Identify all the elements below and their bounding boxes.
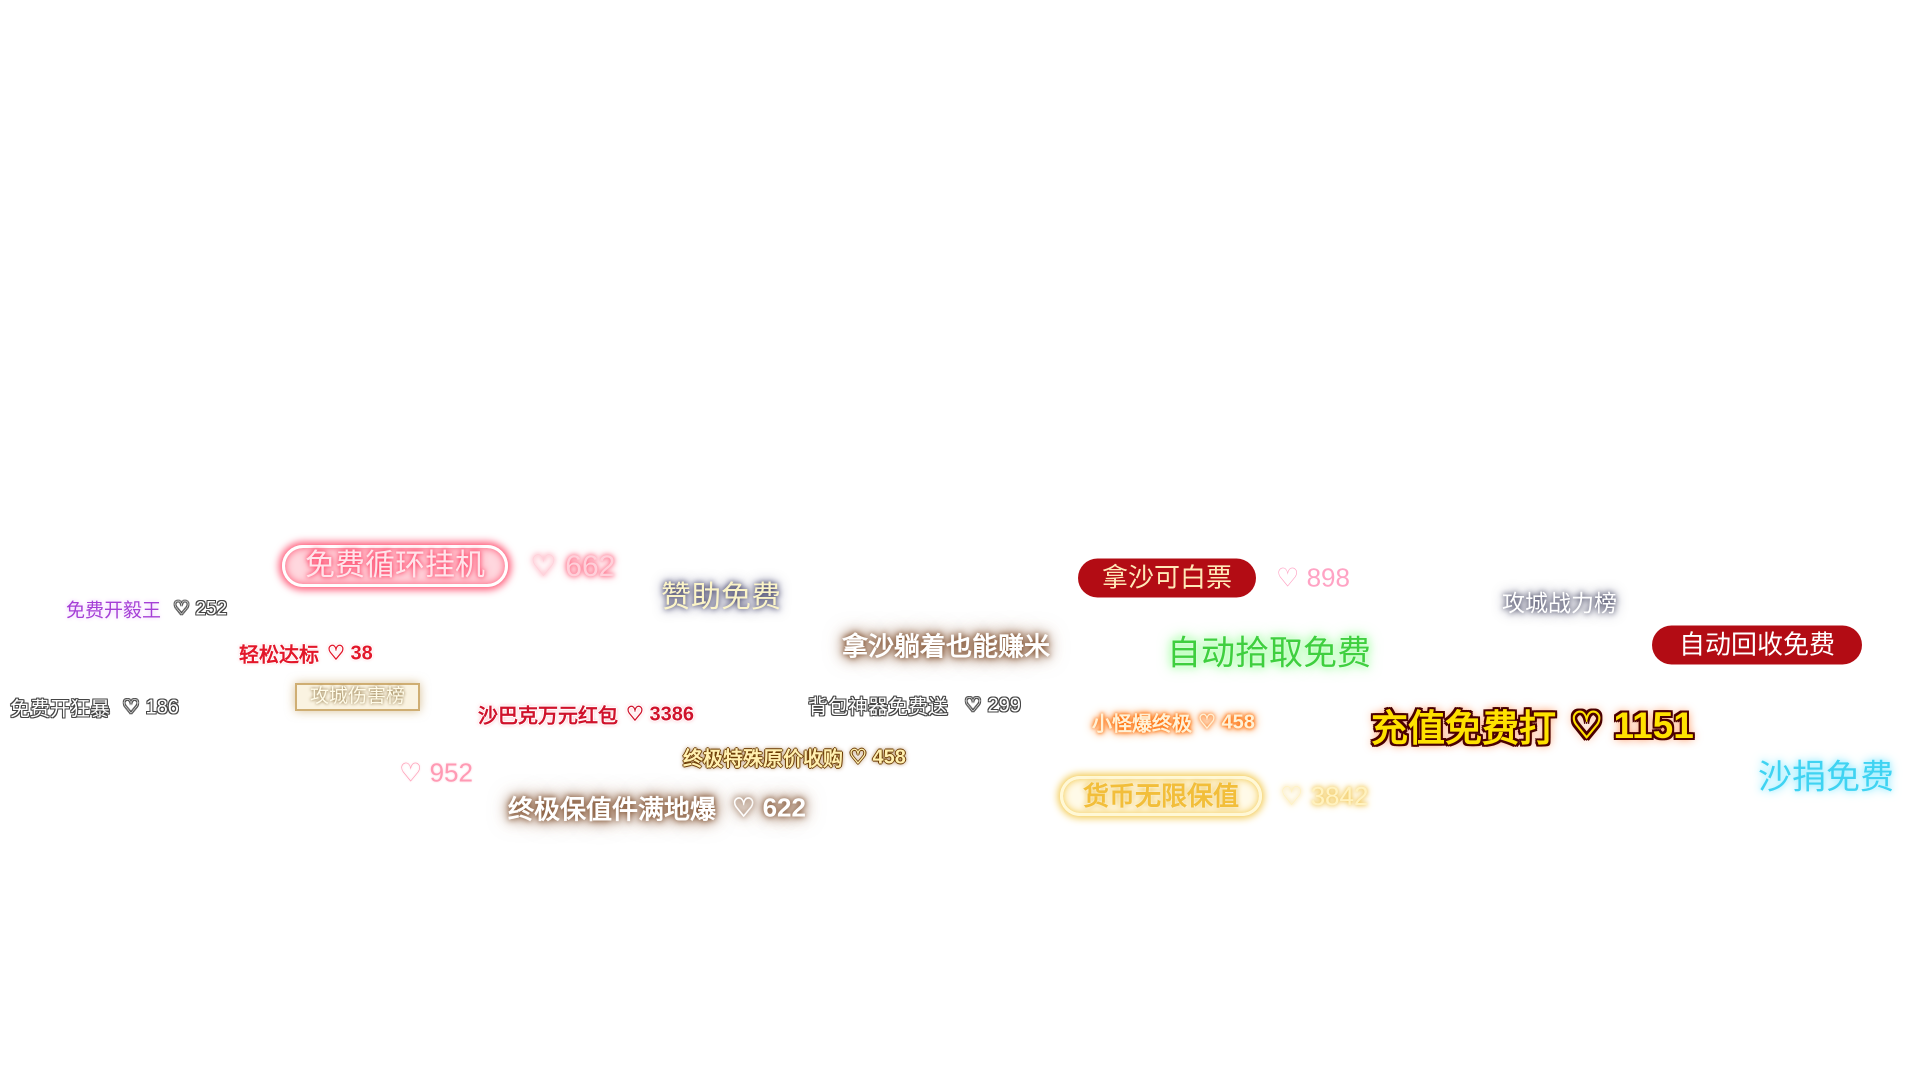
danmaku-comment: 充值免费打 ♡1151 — [1371, 698, 1694, 752]
like-count: 3386 — [649, 703, 695, 726]
like-count: 38 — [350, 642, 373, 665]
heart-icon: ♡ — [849, 746, 867, 769]
comment-text: 背包神器免费送 — [808, 696, 948, 719]
like-count: 186 — [145, 696, 179, 719]
comment-badge: 货币无限保值 — [1060, 776, 1263, 816]
danmaku-comment: 沙巴克万元红包 ♡3386 — [478, 700, 694, 729]
like-counter: ♡458 — [849, 745, 906, 770]
like-counter: ♡662 — [530, 549, 615, 584]
danmaku-comment: 拿沙可白票 ♡898 — [1078, 558, 1350, 598]
comment-text: 拿沙躺着也能赚米 — [842, 631, 1051, 662]
danmaku-comment: 赞助免费 — [661, 572, 781, 616]
danmaku-comment: 免费开毅王 ♡252 — [66, 596, 227, 623]
comment-text: 沙巴克万元红包 — [478, 705, 618, 728]
comment-text: 终极保值件满地爆 — [508, 794, 717, 825]
danmaku-comment: 终极特殊原价收购 ♡458 — [683, 743, 906, 772]
heart-icon: ♡ — [732, 792, 756, 823]
comment-badge: 拿沙可白票 — [1078, 558, 1257, 598]
comment-badge: 免费循环挂机 — [282, 545, 508, 587]
like-count: 898 — [1306, 562, 1350, 593]
heart-icon: ♡ — [173, 598, 191, 620]
like-counter: ♡252 — [173, 598, 227, 621]
heart-icon: ♡ — [399, 757, 423, 788]
like-counter: ♡38 — [327, 641, 373, 666]
comment-text: 攻城战力榜 — [1502, 590, 1617, 616]
danmaku-comment: ♡952 — [399, 758, 473, 789]
danmaku-comment: 免费循环挂机 ♡662 — [282, 545, 615, 587]
heart-icon: ♡ — [964, 694, 982, 717]
heart-icon: ♡ — [122, 696, 140, 719]
like-count: 622 — [762, 792, 806, 823]
comment-text: 充值免费打 — [1371, 708, 1556, 749]
like-count: 662 — [565, 549, 616, 583]
danmaku-comment: 自动拾取免费 — [1167, 626, 1371, 675]
comment-text: 终极特殊原价收购 — [683, 748, 843, 771]
comment-badge: 自动回收免费 — [1652, 625, 1863, 665]
danmaku-comment: 沙捐免费 — [1758, 750, 1894, 799]
comment-text: 轻松达标 — [239, 644, 319, 667]
heart-icon: ♡ — [1280, 780, 1304, 811]
like-counter: ♡186 — [122, 695, 179, 720]
heart-icon: ♡ — [1570, 704, 1604, 746]
like-count: 458 — [1221, 711, 1255, 734]
like-counter: ♡622 — [732, 793, 806, 824]
heart-icon: ♡ — [1198, 711, 1216, 734]
danmaku-comment: 终极保值件满地爆 ♡622 — [508, 790, 806, 827]
heart-icon: ♡ — [1276, 562, 1300, 593]
comment-badge: 攻城伤害榜 — [295, 683, 421, 711]
danmaku-comment: 拿沙躺着也能赚米 — [842, 627, 1050, 664]
like-count: 252 — [195, 598, 228, 620]
like-counter: ♡458 — [1198, 710, 1255, 735]
comment-text: 赞助免费 — [661, 581, 781, 614]
danmaku-comment: 背包神器免费送 ♡299 — [808, 691, 1021, 720]
like-count: 3842 — [1310, 780, 1369, 811]
like-count: 952 — [429, 757, 473, 788]
danmaku-comment: 免费开狂暴 ♡186 — [10, 693, 179, 722]
like-counter: ♡952 — [399, 758, 473, 789]
comment-text: 免费开狂暴 — [10, 698, 110, 721]
like-counter: ♡299 — [964, 693, 1021, 718]
comment-text: 沙捐免费 — [1758, 758, 1894, 797]
danmaku-comment: 攻城伤害榜 — [295, 683, 421, 711]
danmaku-comment: 小怪爆终极 ♡458 — [1092, 708, 1255, 737]
comment-text: 自动拾取免费 — [1167, 634, 1371, 673]
like-count: 1151 — [1613, 704, 1694, 746]
like-count: 458 — [872, 746, 906, 769]
danmaku-comment: 货币无限保值 ♡3842 — [1060, 776, 1368, 816]
heart-icon: ♡ — [530, 549, 557, 583]
danmaku-comment: 攻城战力榜 — [1502, 584, 1617, 618]
like-counter: ♡898 — [1276, 563, 1350, 594]
danmaku-comment: 自动回收免费 — [1652, 625, 1863, 665]
heart-icon: ♡ — [626, 703, 644, 726]
like-count: 299 — [987, 694, 1021, 717]
like-counter: ♡1151 — [1570, 704, 1694, 747]
like-counter: ♡3842 — [1280, 781, 1368, 812]
heart-icon: ♡ — [327, 642, 345, 665]
like-counter: ♡3386 — [626, 702, 694, 727]
danmaku-comment: 轻松达标 ♡38 — [239, 639, 373, 668]
comment-text: 免费开毅王 — [66, 600, 162, 622]
comment-text: 小怪爆终极 — [1092, 713, 1192, 736]
